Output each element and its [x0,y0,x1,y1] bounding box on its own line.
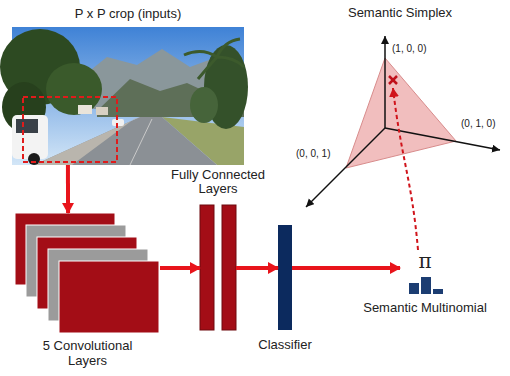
semantic-multinomial: πSemantic Multinomial [400,250,450,296]
vertex-label: (0, 1, 0) [461,118,495,129]
layer-label: Fully Connected Layers [162,168,274,197]
fc-bar [222,205,236,330]
pi-symbol: π [410,250,440,272]
flow-arrow [66,165,70,213]
conv-stack [15,213,159,333]
layer-label: 5 Convolutional Layers [23,339,153,368]
plot-title: Semantic Simplex [325,6,475,21]
classifier: Classifier [278,225,292,330]
classifier-bar [278,225,292,330]
conv-layers: 5 Convolutional Layers [15,213,160,335]
fc-layers: Fully Connected Layers [200,205,236,330]
photo-heading: P x P crop (inputs) [18,7,238,22]
flow-arrow [292,266,400,270]
dashed-arrow [393,88,418,250]
flow-arrow [160,266,200,270]
flow-arrow [236,266,278,270]
input-photo: P x P crop (inputs) [12,27,244,165]
simplex-plot [306,36,500,207]
output-label: Semantic Multinomial [345,301,505,316]
fc-bar [200,205,214,330]
vertex-label: (0, 0, 1) [296,148,330,159]
vertex-label: (1, 0, 0) [392,43,426,54]
histogram-icon [409,277,443,294]
layer-label: Classifier [240,338,330,353]
street-photo [0,27,248,165]
